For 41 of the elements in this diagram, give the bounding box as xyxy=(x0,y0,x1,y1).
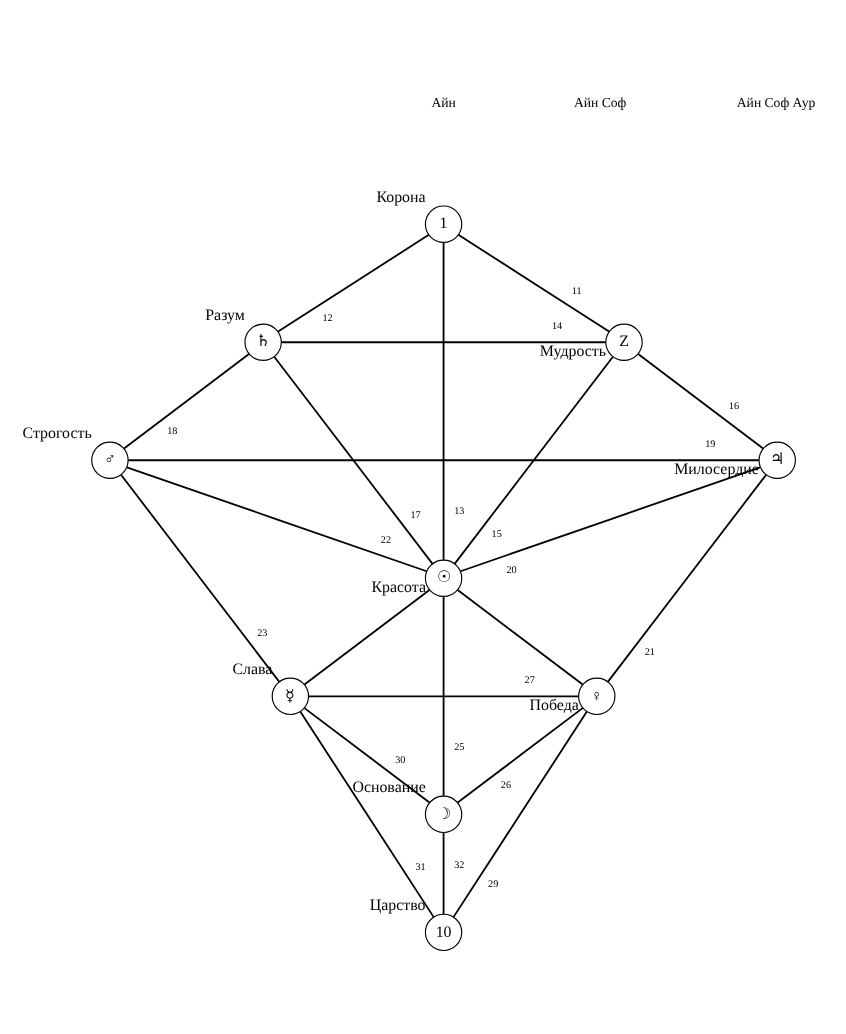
connector xyxy=(636,353,764,450)
node-circle: Z xyxy=(604,323,642,361)
node-circle: ♃ xyxy=(757,441,795,479)
node-label: Разум xyxy=(204,305,244,324)
connector xyxy=(452,356,613,565)
connector xyxy=(455,707,583,804)
connector xyxy=(125,466,427,573)
node-label: Милосердие xyxy=(673,460,758,479)
node-label: Царство xyxy=(368,895,425,914)
node-circle: ☽ xyxy=(423,795,462,834)
node-label: Строгость xyxy=(21,423,91,442)
connector xyxy=(456,233,609,333)
connector xyxy=(298,710,434,919)
connector xyxy=(458,466,761,573)
node-label: Победа xyxy=(528,696,578,715)
connector xyxy=(441,241,444,561)
connector xyxy=(306,695,579,698)
node-label: Корона xyxy=(375,187,425,206)
node-circle: 1 xyxy=(423,205,462,243)
connector xyxy=(272,356,433,565)
connector xyxy=(441,595,444,797)
node-circle: ♀ xyxy=(577,677,615,716)
node-label: Красота xyxy=(370,578,426,597)
connector xyxy=(302,707,430,804)
connector xyxy=(119,474,280,683)
connector xyxy=(441,831,444,915)
connector xyxy=(126,459,759,462)
connector xyxy=(605,474,766,683)
node-circle: ♂ xyxy=(90,441,128,479)
node-label: Мудрость xyxy=(538,342,606,361)
connector xyxy=(279,341,606,344)
connector xyxy=(451,710,587,919)
node-circle: 10 xyxy=(423,913,462,952)
node-circle: ☉ xyxy=(423,559,462,597)
node-label: Слава xyxy=(231,659,272,678)
node-circle: ♄ xyxy=(243,323,281,361)
node-circle: ☿ xyxy=(270,677,309,716)
connector xyxy=(276,233,429,333)
connector xyxy=(455,589,583,686)
connector xyxy=(122,353,249,450)
connector xyxy=(302,589,430,686)
